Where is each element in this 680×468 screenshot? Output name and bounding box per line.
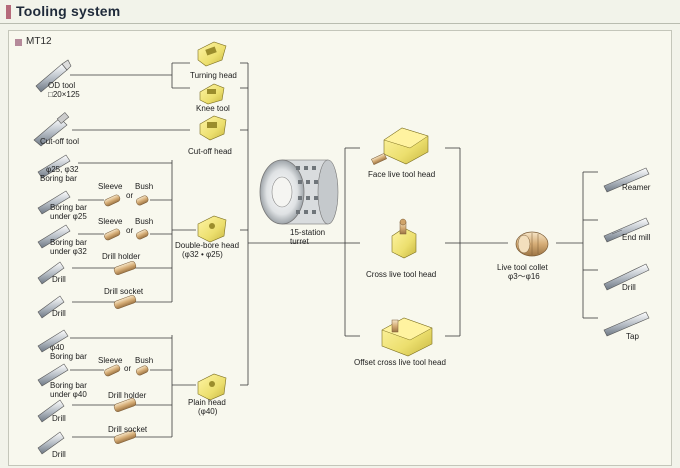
bush-label: Bush bbox=[135, 217, 154, 226]
boring-bar-icon bbox=[37, 329, 69, 353]
drill-holder-label: Drill holder bbox=[108, 391, 147, 400]
face-live-tool-head-icon bbox=[371, 127, 429, 166]
tap-icon bbox=[603, 311, 650, 337]
plain-head-dia-label: (φ40) bbox=[198, 407, 218, 416]
page-title: Tooling system bbox=[16, 3, 121, 19]
bush-label: Bush bbox=[135, 356, 154, 365]
connector-lines bbox=[70, 62, 598, 438]
boring-bar-dia-label: φ40 bbox=[50, 343, 65, 352]
od-tool-size-label: □20×125 bbox=[48, 90, 80, 99]
bush-icon bbox=[136, 195, 149, 206]
live-tool-collet-icon bbox=[515, 231, 549, 257]
boring-bar-dia-label: under φ25 bbox=[50, 212, 87, 221]
cross-live-tool-head-icon bbox=[391, 218, 417, 259]
face-live-tool-head-label: Face live tool head bbox=[368, 170, 436, 179]
double-bore-head-icon bbox=[197, 215, 227, 243]
bush-icon bbox=[136, 365, 149, 376]
page-header: Tooling system bbox=[0, 0, 680, 24]
boring-bar-label: Boring bar bbox=[50, 203, 87, 212]
reamer-icon bbox=[603, 167, 650, 193]
title-accent-bar bbox=[6, 5, 11, 19]
live-tool-collet-label: Live tool collet bbox=[497, 263, 548, 272]
boring-bar-dia-label: φ25, φ32 bbox=[46, 165, 79, 174]
or-label: or bbox=[126, 226, 134, 235]
sleeve-label: Sleeve bbox=[98, 182, 123, 191]
knee-tool-label: Knee tool bbox=[196, 104, 230, 113]
turret-label: turret bbox=[290, 237, 309, 246]
double-bore-head-label: Double-bore head bbox=[175, 241, 240, 250]
drill-socket-label: Drill socket bbox=[108, 425, 148, 434]
bush-icon bbox=[136, 229, 149, 240]
sleeve-icon bbox=[104, 364, 121, 377]
cutoff-tool-icon bbox=[33, 112, 70, 147]
drill-icon bbox=[603, 263, 650, 291]
boring-bar-icon bbox=[37, 190, 71, 215]
drill-label: Drill bbox=[52, 275, 66, 284]
od-tool-label: OD tool bbox=[48, 81, 76, 90]
plain-head-label: Plain head bbox=[188, 398, 226, 407]
cutoff-head-icon bbox=[199, 115, 227, 141]
cutoff-tool-label: Cut-off tool bbox=[40, 137, 79, 146]
boring-bar-icon bbox=[37, 363, 69, 387]
end-mill-icon bbox=[603, 217, 650, 243]
boring-bar-label: Boring bar bbox=[50, 381, 87, 390]
cross-live-tool-head-label: Cross live tool head bbox=[366, 270, 437, 279]
tap-label: Tap bbox=[626, 332, 639, 341]
header-divider bbox=[0, 23, 680, 24]
bush-label: Bush bbox=[135, 182, 154, 191]
od-tool-icon bbox=[35, 59, 72, 93]
drill-holder-label: Drill holder bbox=[102, 252, 141, 261]
drill-icon bbox=[37, 399, 65, 423]
drill-label: Drill bbox=[52, 414, 66, 423]
sleeve-label: Sleeve bbox=[98, 217, 123, 226]
drill-holder-icon bbox=[113, 261, 137, 275]
series-marker bbox=[15, 39, 22, 46]
sleeve-label: Sleeve bbox=[98, 356, 123, 365]
sleeve-icon bbox=[104, 194, 121, 207]
boring-bar-label: Boring bar bbox=[50, 352, 87, 361]
double-bore-dia-label: (φ32 • φ25) bbox=[182, 250, 223, 259]
boring-bar-icon bbox=[37, 154, 71, 179]
offset-cross-live-tool-head-icon bbox=[381, 317, 433, 357]
drill-socket-label: Drill socket bbox=[104, 287, 144, 296]
collet-range-label: φ3〜φ16 bbox=[508, 272, 540, 281]
or-label: or bbox=[124, 364, 132, 373]
diagram-panel bbox=[8, 30, 672, 466]
sleeve-icon bbox=[104, 228, 121, 241]
drill-icon bbox=[37, 295, 65, 319]
boring-bar-dia-label: under φ40 bbox=[50, 390, 87, 399]
plain-head-icon bbox=[197, 373, 227, 401]
turning-head-label: Turning head bbox=[190, 71, 237, 80]
drill-label: Drill bbox=[52, 450, 66, 459]
or-label: or bbox=[126, 191, 134, 200]
end-mill-label: End mill bbox=[622, 233, 651, 242]
drill-icon bbox=[37, 431, 65, 455]
drill-icon bbox=[37, 261, 65, 285]
boring-bar-label: Boring bar bbox=[40, 174, 77, 183]
knee-tool-icon bbox=[199, 83, 225, 105]
cutoff-head-label: Cut-off head bbox=[188, 147, 232, 156]
boring-bar-icon bbox=[37, 224, 71, 249]
boring-bar-label: Boring bar bbox=[50, 238, 87, 247]
reamer-label: Reamer bbox=[622, 183, 651, 192]
turning-head-icon bbox=[197, 41, 227, 67]
drill-holder-icon bbox=[113, 398, 137, 412]
drill-label: Drill bbox=[622, 283, 636, 292]
series-label: MT12 bbox=[26, 36, 52, 47]
drill-label: Drill bbox=[52, 309, 66, 318]
turret-label: 15-station bbox=[290, 228, 326, 237]
turret-icon bbox=[259, 159, 339, 225]
offset-cross-live-tool-head-label: Offset cross live tool head bbox=[354, 358, 446, 367]
boring-bar-dia-label: under φ32 bbox=[50, 247, 87, 256]
drill-socket-icon bbox=[113, 430, 137, 444]
drill-socket-icon bbox=[113, 295, 137, 309]
